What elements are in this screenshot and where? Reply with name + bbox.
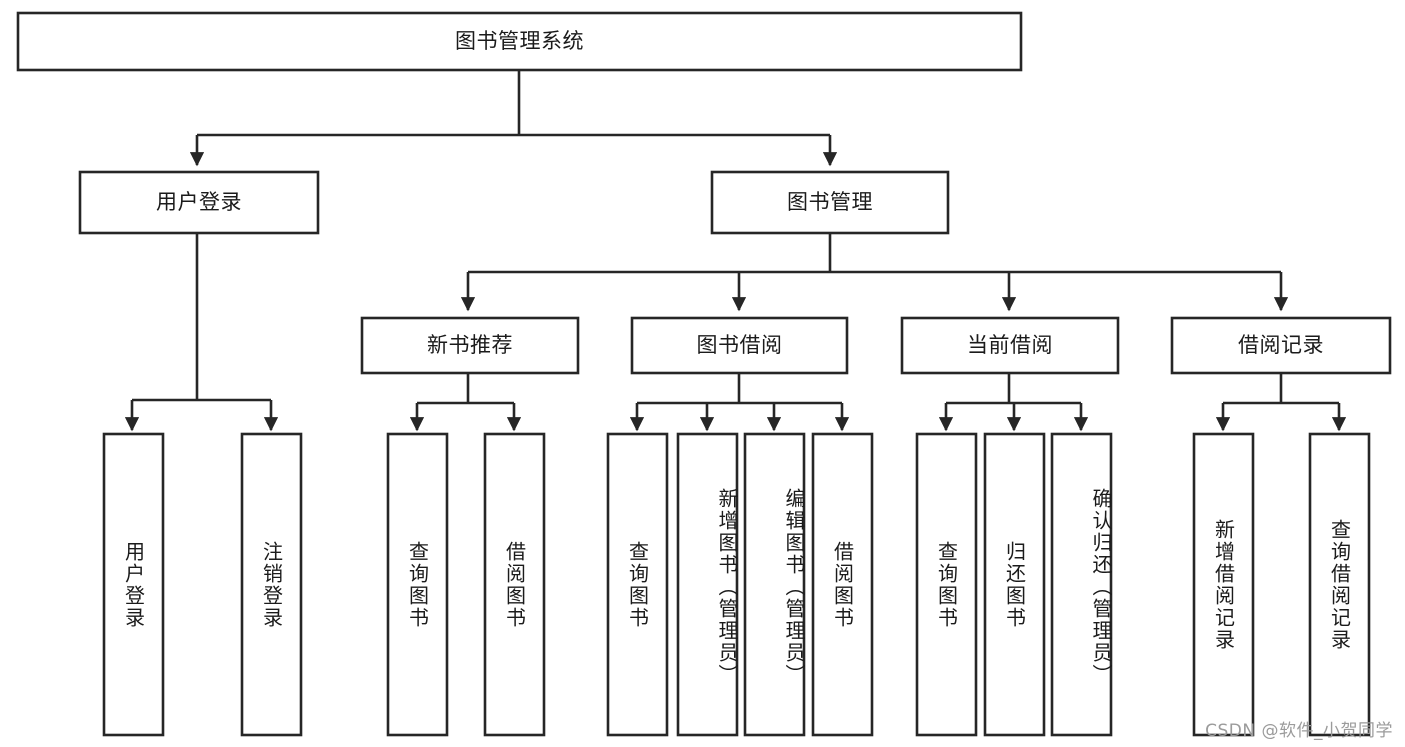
box-leaf-12 <box>1192 432 1255 737</box>
box-leaf-3 <box>386 432 449 737</box>
box-current-borrow <box>900 316 1120 375</box>
box-user-login <box>78 170 320 235</box>
box-book-borrow <box>630 316 849 375</box>
box-leaf-11 <box>1050 432 1113 737</box>
box-leaf-10 <box>983 432 1046 737</box>
box-leaf-6 <box>676 432 739 737</box>
box-leaf-13 <box>1308 432 1371 737</box>
box-new-book <box>360 316 580 375</box>
box-leaf-2 <box>240 432 303 737</box>
box-leaf-7 <box>743 432 806 737</box>
box-root <box>16 11 1023 72</box>
box-leaf-5 <box>606 432 669 737</box>
box-leaf-1 <box>102 432 165 737</box>
box-borrow-record <box>1170 316 1392 375</box>
box-book-manage <box>710 170 950 235</box>
box-leaf-4 <box>483 432 546 737</box>
watermark-text: CSDN @软件_小贺同学 <box>1205 721 1393 741</box>
box-leaf-9 <box>915 432 978 737</box>
box-leaf-8 <box>811 432 874 737</box>
